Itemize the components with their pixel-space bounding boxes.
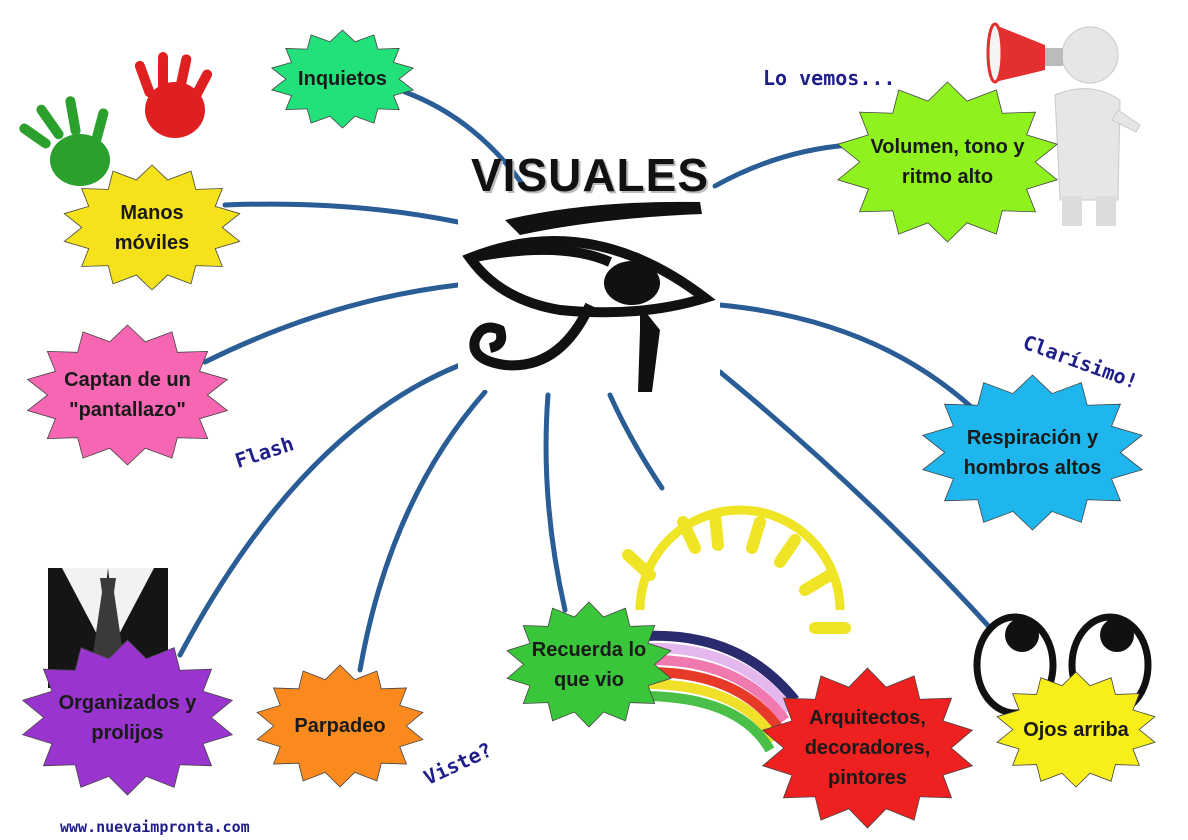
node-label: Respiración y hombros altos: [963, 426, 1102, 479]
connector-line: [357, 389, 488, 673]
node-manos-moviles: Manos móviles: [62, 165, 242, 290]
node-label: Captan de un "pantallazo": [64, 369, 191, 421]
node-label: Organizados y prolijos: [58, 691, 197, 744]
node-label: Parpadeo: [294, 715, 386, 737]
node-arquitectos: Arquitectos, decoradores, pintores: [760, 668, 975, 828]
node-label: Ojos arriba: [1023, 718, 1129, 741]
note-lo-vemos: Lo vemos...: [763, 66, 896, 90]
megaphone-figure-icon: [986, 22, 1141, 226]
node-label: Volumen, tono y ritmo alto: [870, 136, 1025, 188]
node-respiracion-hombros: Respiración y hombros altos: [920, 375, 1145, 530]
connector-line: [607, 392, 665, 491]
node-label: Arquitectos, decoradores, pintores: [804, 707, 931, 789]
connector-line: [177, 362, 463, 658]
handprints-icon: [19, 52, 213, 186]
node-label: Manos móviles: [114, 201, 190, 254]
node-parpadeo: Parpadeo: [255, 665, 425, 787]
connector-line: [717, 302, 983, 418]
connector-line: [402, 89, 533, 198]
node-inquietos: Inquietos: [270, 30, 415, 128]
connector-line: [712, 142, 853, 189]
node-captan-pantallazo: Captan de un "pantallazo": [25, 325, 230, 465]
sun-rainbow-icon: [622, 505, 851, 753]
node-ojos-arriba: Ojos arriba: [995, 672, 1157, 787]
diagram-title: VISUALES: [470, 149, 710, 201]
node-organizados-prolijos: Organizados y prolijos: [20, 640, 235, 795]
eye-of-horus-icon: [458, 190, 720, 392]
connector-lines: [177, 89, 1048, 693]
node-label: Inquietos: [298, 68, 387, 90]
footer-website: www.nuevaimpronta.com: [60, 818, 250, 836]
node-label: Recuerda lo que vio: [531, 638, 647, 691]
connector-line: [202, 282, 461, 365]
connector-line: [222, 201, 461, 225]
node-volumen-tono-ritmo: Volumen, tono y ritmo alto: [835, 82, 1060, 242]
node-recuerda-lo-que-vio: Recuerda lo que vio: [505, 602, 673, 727]
connector-line: [543, 392, 568, 613]
